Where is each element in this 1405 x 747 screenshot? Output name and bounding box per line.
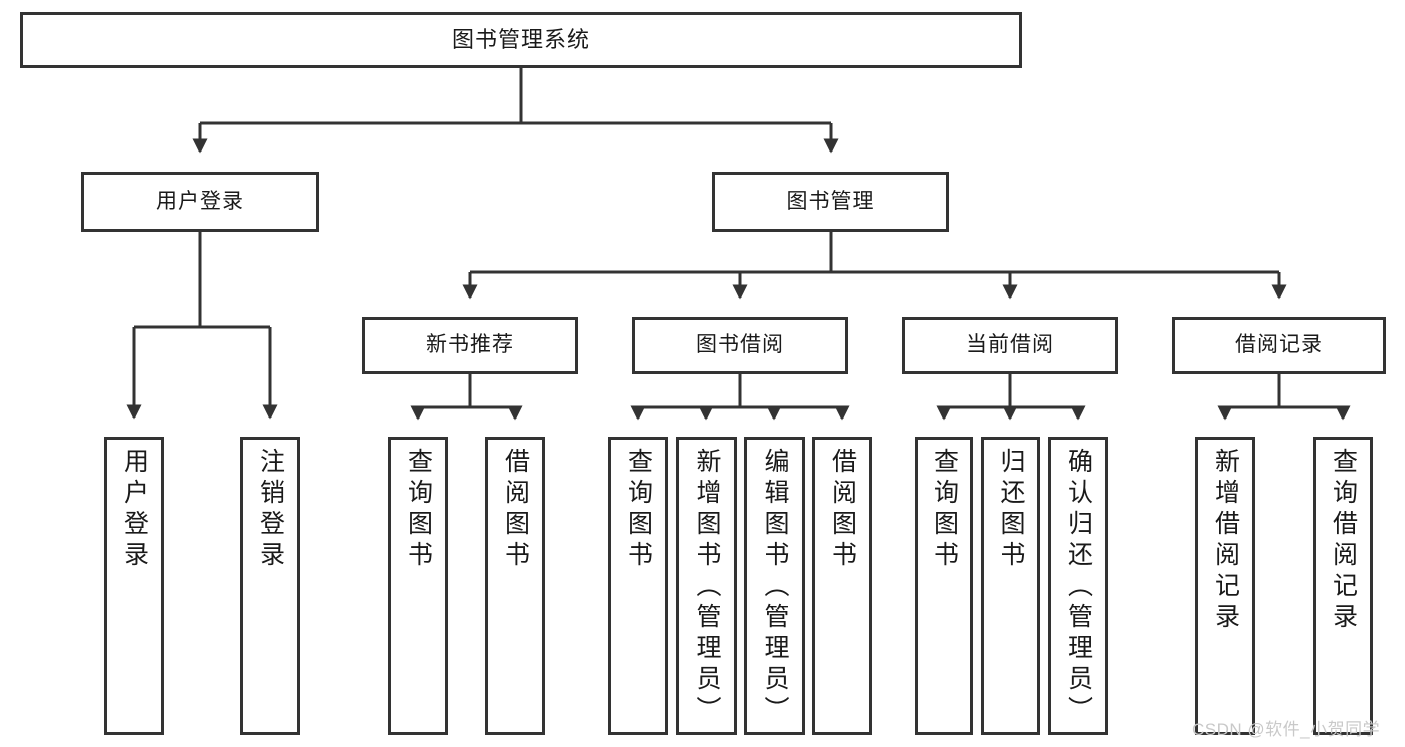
node-new-book-recommend[interactable]: 新书推荐 (362, 317, 578, 374)
node-leaf-query-book-rec[interactable]: 查询图书 (388, 437, 448, 735)
node-leaf-add-book-admin-label: 新增图书（管理员） (693, 448, 721, 727)
node-leaf-borrow-book-rec[interactable]: 借阅图书 (485, 437, 545, 735)
node-new-book-recommend-label: 新书推荐 (426, 333, 514, 357)
node-leaf-add-borrow-record-label: 新增借阅记录 (1211, 448, 1240, 634)
node-leaf-borrow-book-rec-label: 借阅图书 (501, 448, 530, 572)
node-leaf-logout-login[interactable]: 注销登录 (240, 437, 300, 735)
node-leaf-edit-book-admin[interactable]: 编辑图书（管理员） (744, 437, 805, 735)
node-current-borrow-label: 当前借阅 (966, 333, 1054, 357)
node-book-manage-label: 图书管理 (786, 189, 875, 213)
node-leaf-edit-book-admin-label: 编辑图书（管理员） (761, 448, 789, 727)
node-leaf-query-book-rec-label: 查询图书 (404, 448, 433, 572)
node-leaf-add-book-admin[interactable]: 新增图书（管理员） (676, 437, 737, 735)
node-borrow-record[interactable]: 借阅记录 (1172, 317, 1386, 374)
node-leaf-confirm-return-admin-label: 确认归还（管理员） (1064, 448, 1093, 727)
node-leaf-logout-login-label: 注销登录 (256, 448, 285, 572)
node-borrow-record-label: 借阅记录 (1235, 333, 1323, 357)
node-root[interactable]: 图书管理系统 (20, 12, 1022, 68)
node-leaf-borrow-book[interactable]: 借阅图书 (812, 437, 872, 735)
node-leaf-confirm-return-admin[interactable]: 确认归还（管理员） (1048, 437, 1108, 735)
node-user-login[interactable]: 用户登录 (81, 172, 319, 232)
node-leaf-query-borrow-record-label: 查询借阅记录 (1329, 448, 1358, 634)
node-leaf-borrow-book-label: 借阅图书 (828, 448, 857, 572)
node-leaf-query-book-borrow[interactable]: 查询图书 (608, 437, 668, 735)
node-leaf-user-login[interactable]: 用户登录 (104, 437, 164, 735)
node-user-login-label: 用户登录 (156, 189, 244, 213)
node-book-borrow[interactable]: 图书借阅 (632, 317, 848, 374)
node-current-borrow[interactable]: 当前借阅 (902, 317, 1118, 374)
node-leaf-query-book-cur[interactable]: 查询图书 (915, 437, 973, 735)
node-book-manage[interactable]: 图书管理 (712, 172, 949, 232)
node-root-label: 图书管理系统 (451, 27, 590, 53)
node-leaf-add-borrow-record[interactable]: 新增借阅记录 (1195, 437, 1255, 735)
node-leaf-query-book-cur-label: 查询图书 (930, 448, 959, 572)
csdn-watermark: CSDN @软件_小贺同学 (1192, 720, 1381, 739)
node-leaf-return-book-label: 归还图书 (997, 448, 1025, 572)
node-leaf-user-login-label: 用户登录 (120, 448, 149, 572)
node-leaf-query-book-borrow-label: 查询图书 (624, 448, 653, 572)
node-leaf-return-book[interactable]: 归还图书 (981, 437, 1040, 735)
node-leaf-query-borrow-record[interactable]: 查询借阅记录 (1313, 437, 1373, 735)
node-book-borrow-label: 图书借阅 (696, 333, 784, 357)
